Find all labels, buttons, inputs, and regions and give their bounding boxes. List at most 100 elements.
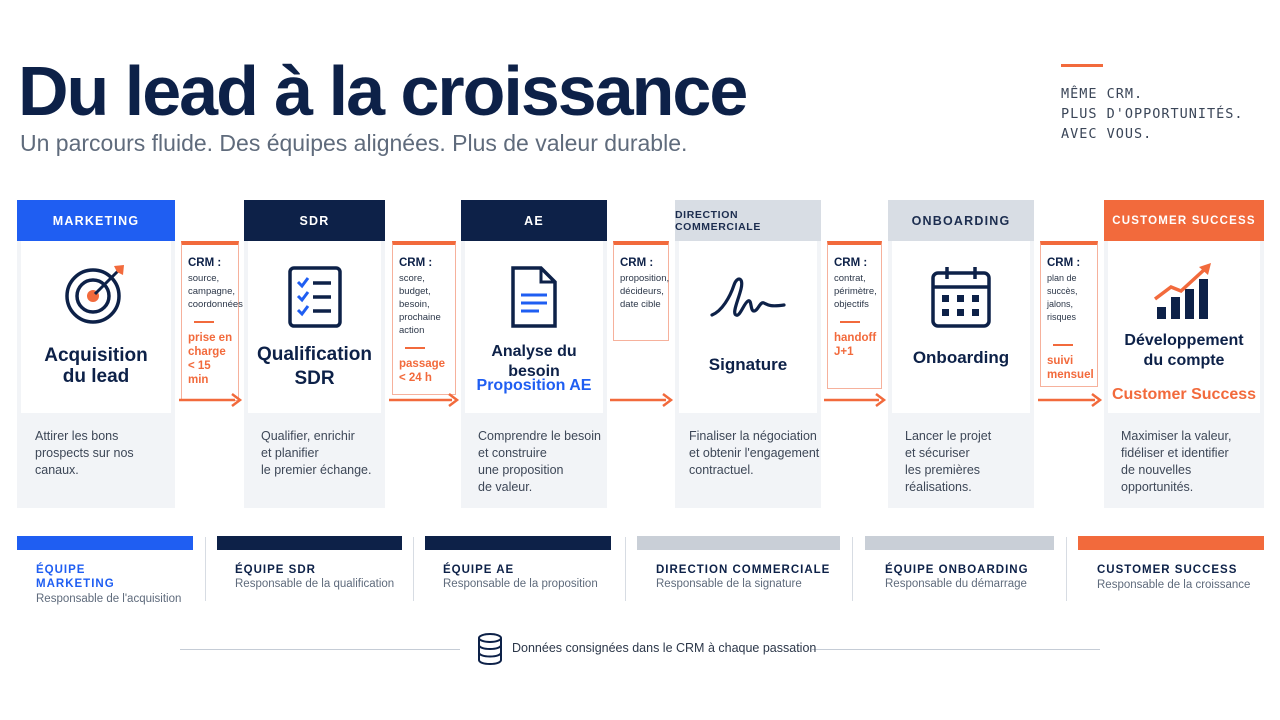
stage-name-line: du lead <box>62 366 130 387</box>
crm-fields: plan de succès, jalons, risques <box>1047 272 1092 324</box>
flow-arrow-icon <box>179 393 243 407</box>
crm-field: action <box>399 325 425 336</box>
team-divider <box>205 537 206 601</box>
crm-field: jalons, risques <box>1047 299 1077 322</box>
stage-customer-success: CUSTOMER SUCCESS Développement du compte… <box>1104 200 1264 508</box>
team-title: ÉQUIPE SDR <box>235 564 316 576</box>
footer-rule <box>812 649 1100 650</box>
crm-fields: contrat, périmètre, objectifs <box>834 272 877 311</box>
team-title-line: MARKETING <box>36 578 115 590</box>
desc-line: les premières <box>905 463 981 477</box>
stage-sdr: SDR Qualification SDR Qualifier, enrichi… <box>244 200 385 508</box>
crm-fields: score, budget, besoin, prochaine action <box>399 272 450 337</box>
desc-line: Lancer le projet <box>905 429 992 443</box>
crm-field: budget, besoin, <box>399 286 431 310</box>
tagline: MÊME CRM. PLUS D'OPPORTUNITÉS. AVEC VOUS… <box>1061 84 1244 144</box>
crm-sla-line: handoff <box>834 332 877 344</box>
team-title: DIRECTION COMMERCIALE <box>656 564 831 576</box>
tagline-accent <box>1061 64 1103 67</box>
crm-handoff-card: CRM : plan de succès, jalons, risques su… <box>1040 241 1098 387</box>
crm-field: coordonnées <box>188 299 243 310</box>
desc-line: le premier échange. <box>261 463 372 477</box>
crm-field: source, <box>188 273 220 284</box>
tagline-line: AVEC VOUS. <box>1061 126 1153 142</box>
crm-field: date cible <box>620 299 661 310</box>
stage-description: Maximiser la valeur, fidéliser et identi… <box>1121 428 1231 496</box>
crm-title: CRM : <box>188 257 222 269</box>
crm-field: décideurs, <box>620 286 664 297</box>
stage-panel: Développement du compte Customer Success <box>1108 241 1260 413</box>
desc-line: opportunités. <box>1121 480 1194 494</box>
crm-sla-line: passage <box>399 358 446 370</box>
crm-field: objectifs <box>834 299 869 310</box>
stage-header: CUSTOMER SUCCESS <box>1104 200 1264 241</box>
team-responsibility: Responsable du démarrage <box>885 578 1027 590</box>
desc-line: contractuel. <box>689 463 754 477</box>
crm-sla-line: charge <box>188 346 226 358</box>
desc-line: réalisations. <box>905 480 972 494</box>
crm-divider <box>405 347 425 349</box>
desc-line: de valeur. <box>478 480 533 494</box>
stage-panel: Analyse du besoin Proposition AE <box>465 241 603 413</box>
crm-sla: suivi mensuel <box>1047 354 1094 382</box>
stage-onboarding: ONBOARDING Onboarding Lancer le projet e… <box>888 200 1034 508</box>
stage-header: SDR <box>244 200 385 241</box>
desc-line: Attirer les bons <box>35 429 119 443</box>
stage-name-line: SDR <box>294 368 335 389</box>
team-bar-ae <box>425 536 611 550</box>
crm-field: contrat, <box>834 273 866 284</box>
calendar-icon <box>892 265 1030 329</box>
team-divider <box>625 537 626 601</box>
team-bar-sdr <box>217 536 402 550</box>
signature-icon <box>679 271 817 327</box>
crm-divider <box>194 321 214 323</box>
crm-handoff-card: CRM : proposition, décideurs, date cible <box>613 241 669 341</box>
stage-name: Analyse du besoin <box>491 343 577 380</box>
stage-name-line: Qualification <box>256 344 373 365</box>
flow-arrow-icon <box>824 393 887 407</box>
crm-handoff-card: CRM : score, budget, besoin, prochaine a… <box>392 241 456 395</box>
desc-line: prospects sur nos <box>35 446 134 460</box>
stage-header: DIRECTION COMMERCIALE <box>675 200 821 241</box>
stage-panel: Acquisition du lead <box>21 241 171 413</box>
growth-chart-icon <box>1108 259 1260 323</box>
team-divider <box>852 537 853 601</box>
crm-sla-line: prise en <box>188 332 233 344</box>
stage-direction-commerciale: DIRECTION COMMERCIALE Signature Finalise… <box>675 200 821 508</box>
crm-field: périmètre, <box>834 286 877 297</box>
crm-handoff-card: CRM : contrat, périmètre, objectifs hand… <box>827 241 882 389</box>
stage-ae: AE Analyse du besoin Proposition AE Comp… <box>461 200 607 508</box>
stage-header: AE <box>461 200 607 241</box>
stage-name-line: du compte <box>1143 352 1225 369</box>
desc-line: Qualifier, enrichir <box>261 429 355 443</box>
stage-description: Lancer le projet et sécuriser les premiè… <box>905 428 991 496</box>
stage-name: Onboarding <box>912 348 1010 367</box>
stage-name: Qualification SDR <box>248 343 381 391</box>
crm-sla-line: < 15 min <box>188 360 211 386</box>
desc-line: Maximiser la valeur, <box>1121 429 1232 443</box>
crm-fields: source, campagne, coordonnées <box>188 272 243 311</box>
team-responsibility: Responsable de la proposition <box>443 578 598 590</box>
crm-field: proposition, <box>620 273 670 284</box>
crm-sla: handoff J+1 <box>834 331 876 359</box>
stage-name-line: Acquisition <box>44 345 148 366</box>
stage-description: Attirer les bons prospects sur nos canau… <box>35 428 134 479</box>
team-title-line: ÉQUIPE <box>36 564 86 576</box>
stage-owner-name: Proposition AE <box>476 377 592 394</box>
desc-line: Finaliser la négociation <box>689 429 817 443</box>
desc-line: et obtenir l'engagement <box>689 446 820 460</box>
crm-divider <box>840 321 860 323</box>
team-bar-onboarding <box>865 536 1054 550</box>
crm-title: CRM : <box>1047 257 1081 269</box>
desc-line: de nouvelles <box>1121 463 1192 477</box>
desc-line: et construire <box>478 446 547 460</box>
crm-handoff-card: CRM : source, campagne, coordonnées pris… <box>181 241 243 401</box>
stage-name: Acquisition du lead <box>21 345 171 387</box>
desc-line: fidéliser et identifier <box>1121 446 1229 460</box>
stage-header: MARKETING <box>17 200 175 241</box>
crm-field: campagne, <box>188 286 236 297</box>
crm-title: CRM : <box>620 257 654 269</box>
tagline-line: PLUS D'OPPORTUNITÉS. <box>1061 106 1244 122</box>
crm-sla-line: suivi <box>1047 355 1074 367</box>
team-responsibility: Responsable de la signature <box>656 578 802 590</box>
